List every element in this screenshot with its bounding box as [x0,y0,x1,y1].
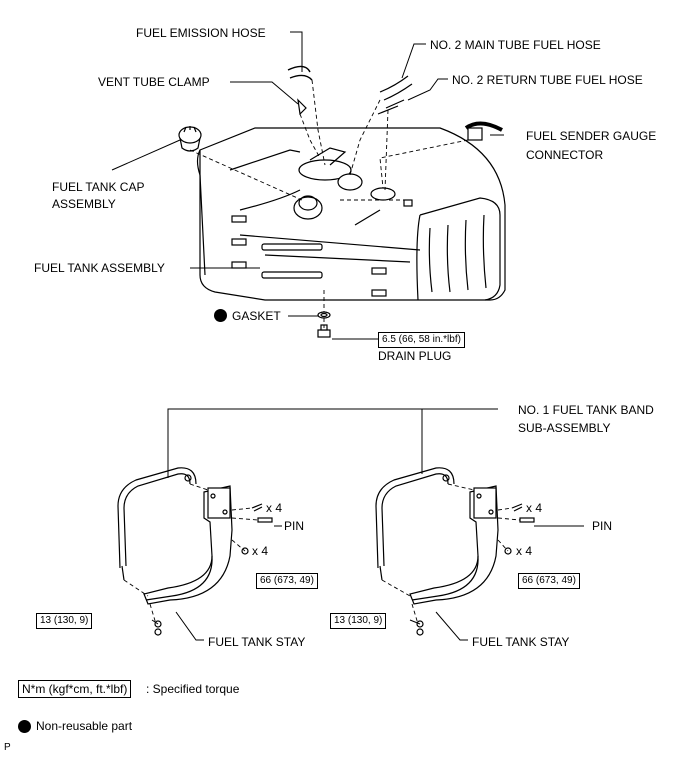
label-drain-plug: DRAIN PLUG [378,349,452,363]
label-gasket: GASKET [232,309,281,323]
label-stay-left: FUEL TANK STAY [208,635,306,649]
legend-nonreusable-desc: Non-reusable part [36,719,133,733]
label-qty-right-upper: x 4 [526,501,543,515]
label-no2-return-tube: NO. 2 RETURN TUBE FUEL HOSE [452,73,643,87]
hoses [287,65,503,141]
legend-torque-unit-box: N*m (kgf*cm, ft.*lbf) [18,680,132,698]
tank-stay-left [143,485,233,605]
label-vent-tube-clamp: VENT TUBE CLAMP [98,75,210,89]
label-band-1: NO. 1 FUEL TANK BAND [518,403,654,417]
label-tank-cap-1: FUEL TANK CAP [52,180,145,194]
fuel-tank-cap [178,126,202,152]
tank-stay-right [409,485,499,605]
fuel-tank-body [196,127,506,301]
non-reusable-marker-icon [214,309,227,322]
torque-bracket-right: 66 (673, 49) [518,573,580,589]
leader-lines [111,31,584,641]
label-qty-left-upper: x 4 [266,501,283,515]
label-qty-left-lower: x 4 [252,544,269,558]
tank-band-left [117,467,197,581]
torque-stay-right: 13 (130, 9) [330,613,387,629]
label-sender-gauge-1: FUEL SENDER GAUGE [526,129,657,143]
page-marker: P [4,742,11,753]
label-pin-right: PIN [592,519,613,533]
label-band-2: SUB-ASSEMBLY [518,421,611,435]
torque-bracket-left: 66 (673, 49) [256,573,318,589]
alignment-lines [123,79,521,625]
label-fuel-emission-hose: FUEL EMISSION HOSE [136,26,266,40]
torque-drain-plug: 6.5 (66, 58 in.*lbf) [378,332,465,348]
label-qty-right-lower: x 4 [516,544,533,558]
label-stay-right: FUEL TANK STAY [472,635,570,649]
label-sender-gauge-2: CONNECTOR [526,148,604,162]
label-no2-main-tube: NO. 2 MAIN TUBE FUEL HOSE [430,38,601,52]
legend-torque-desc: : Specified torque [146,682,240,696]
tank-band-right [375,467,455,581]
label-pin-left: PIN [284,519,305,533]
legend-non-reusable-icon [18,720,31,733]
torque-stay-left: 13 (130, 9) [36,613,93,629]
label-tank-cap-2: ASSEMBLY [52,197,116,211]
label-tank-assembly: FUEL TANK ASSEMBLY [34,261,165,275]
